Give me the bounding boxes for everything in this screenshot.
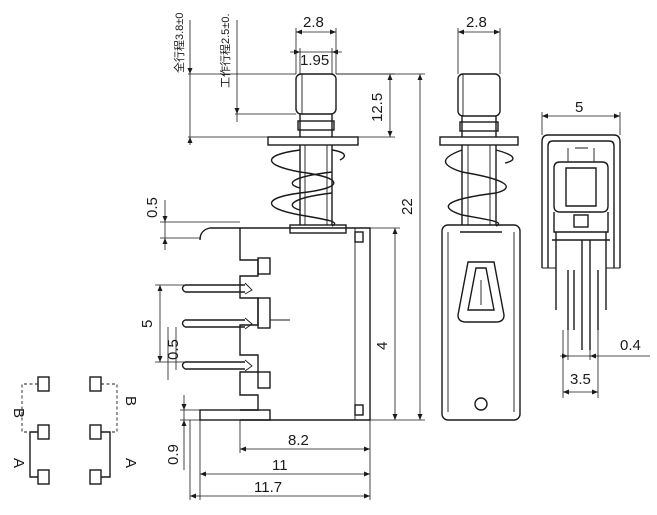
left-a-label: A: [10, 458, 27, 468]
dim-length-8-2: 8.2: [288, 432, 309, 449]
dim-pin-3-5: 3.5: [570, 371, 591, 388]
left-contact-schematic: B A: [10, 376, 50, 485]
dim-gap-0-5-top: 0.5: [144, 197, 161, 218]
dim-thickness-0-4: 0.4: [620, 337, 641, 354]
right-b-label: B: [122, 396, 139, 406]
right-a-label: A: [122, 458, 139, 468]
full-travel-label: 全行程3.8±0: [172, 13, 186, 73]
dim-height-12-5: 12.5: [369, 93, 386, 122]
left-b-label: B: [10, 408, 27, 418]
dim-pitch-5: 5: [139, 320, 156, 328]
front-view-dimensions: 2.8: [457, 14, 501, 74]
front-view: [439, 73, 521, 421]
dim-width-2-8-front: 2.8: [466, 14, 487, 31]
dim-height-22: 22: [399, 198, 416, 215]
side-view-dimensions: 2.8 1.95 12.5 22 全行程3.8±0 工作行程2.5±0. 4 0…: [139, 13, 425, 500]
dim-gap-0-5-mid: 0.5: [165, 339, 182, 360]
dim-height-4: 4: [374, 342, 391, 350]
dim-width-5: 5: [575, 99, 583, 116]
end-view-dimensions: 5 0.4 3.5: [541, 99, 650, 398]
dim-foot-0-9: 0.9: [165, 444, 182, 465]
dim-length-11-7: 11.7: [254, 479, 282, 496]
dim-width-1-95: 1.95: [300, 52, 329, 69]
end-view: [541, 134, 621, 350]
dim-length-11: 11: [272, 457, 288, 474]
side-view: [181, 73, 371, 421]
work-travel-label: 工作行程2.5±0.: [219, 13, 232, 88]
right-contact-schematic: B A: [89, 376, 139, 485]
dim-width-2-8-side: 2.8: [303, 14, 324, 31]
